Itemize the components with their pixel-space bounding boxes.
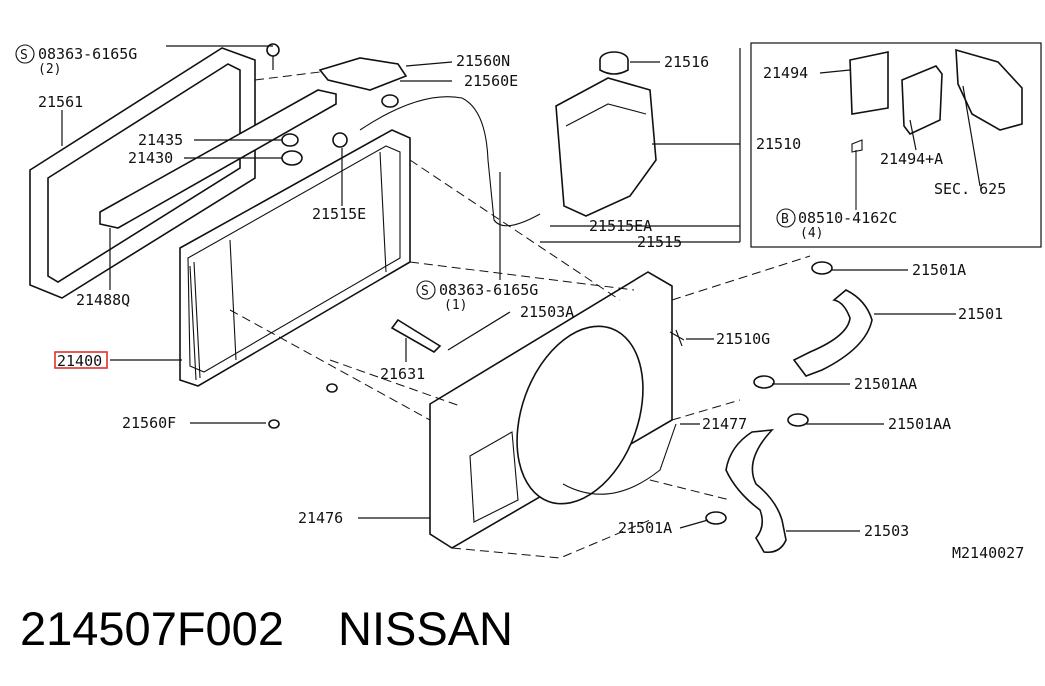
label-21515ea: 21515EA (589, 217, 652, 235)
drain-21515e (332, 132, 348, 148)
label-inset-bolt-qty: (4) (800, 226, 823, 241)
label-21560n: 21560N (456, 52, 510, 70)
label-21501: 21501 (958, 305, 1003, 323)
label-inset-sec: SEC. 625 (934, 180, 1006, 198)
upper-hose (792, 289, 873, 377)
clamp-21501a-upper (811, 261, 833, 275)
circle-s-marker-2 (416, 280, 436, 300)
label-21560e: 21560E (464, 72, 518, 90)
label-seal: 21561 (38, 93, 83, 111)
label-21435: 21435 (138, 131, 183, 149)
footer-brand: NISSAN (338, 602, 513, 655)
footer-part-number: 214507F002 (20, 602, 284, 655)
clamp-21501aa-1 (753, 375, 775, 389)
radiator-label-highlight (54, 351, 108, 369)
label-21503a: 21503A (520, 303, 574, 321)
bushing-21560e (381, 94, 399, 108)
clamp-21501aa-2 (787, 413, 809, 427)
inset-frame (750, 42, 1042, 248)
hose-21631 (390, 318, 442, 353)
label-21477: 21477 (702, 415, 747, 433)
label-21516: 21516 (664, 53, 709, 71)
label-screw-mid-qty: (1) (444, 298, 467, 313)
clamp-21501a-lower (705, 511, 727, 525)
inset-bracket-21494 (849, 51, 889, 115)
label-21503: 21503 (864, 522, 909, 540)
inset-shroud-piece (955, 48, 1023, 131)
lower-hose (725, 428, 787, 554)
circle-s-letter-1: S (20, 48, 28, 63)
part-21430 (281, 150, 303, 166)
reservoir-tank (555, 77, 657, 217)
label-21510g: 21510G (716, 330, 770, 348)
diagram-code: M2140027 (952, 544, 1024, 562)
label-21501aa-1: 21501AA (854, 375, 917, 393)
bracket-21560n (318, 57, 408, 91)
label-21515: 21515 (637, 233, 682, 251)
label-screw-mid: 08363-6165G (439, 281, 538, 299)
label-21560f: 21560F (122, 414, 176, 432)
bolt-21510g (669, 329, 685, 347)
label-21501a-upper: 21501A (912, 261, 966, 279)
label-21501aa-2: 21501AA (888, 415, 951, 433)
label-21515e: 21515E (312, 205, 366, 223)
label-screw-top-qty: (2) (38, 62, 61, 77)
label-inset-bolt: 08510-4162C (798, 209, 897, 227)
label-21476: 21476 (298, 509, 343, 527)
inset-bracket-21494a (901, 65, 943, 135)
label-inset-21494: 21494 (763, 64, 808, 82)
overflow-hose (359, 96, 541, 227)
label-21510: 21510 (756, 135, 801, 153)
circle-s-marker-1 (15, 44, 35, 64)
shroud-fan-ring (516, 325, 644, 505)
circle-b-letter: B (781, 212, 789, 227)
label-inset-21494a: 21494+A (880, 150, 943, 168)
circle-s-letter-2: S (421, 284, 429, 299)
label-21501a-lower: 21501A (618, 519, 672, 537)
label-21488q: 21488Q (76, 291, 130, 309)
label-screw-top: 08363-6165G (38, 45, 137, 63)
label-radiator: 21400 (57, 352, 102, 370)
part-21435 (281, 133, 299, 147)
upper-strip (99, 89, 337, 229)
label-21631: 21631 (380, 365, 425, 383)
label-21430: 21430 (128, 149, 173, 167)
inset-bolt-icon (851, 139, 863, 210)
circle-b-marker (776, 208, 796, 228)
